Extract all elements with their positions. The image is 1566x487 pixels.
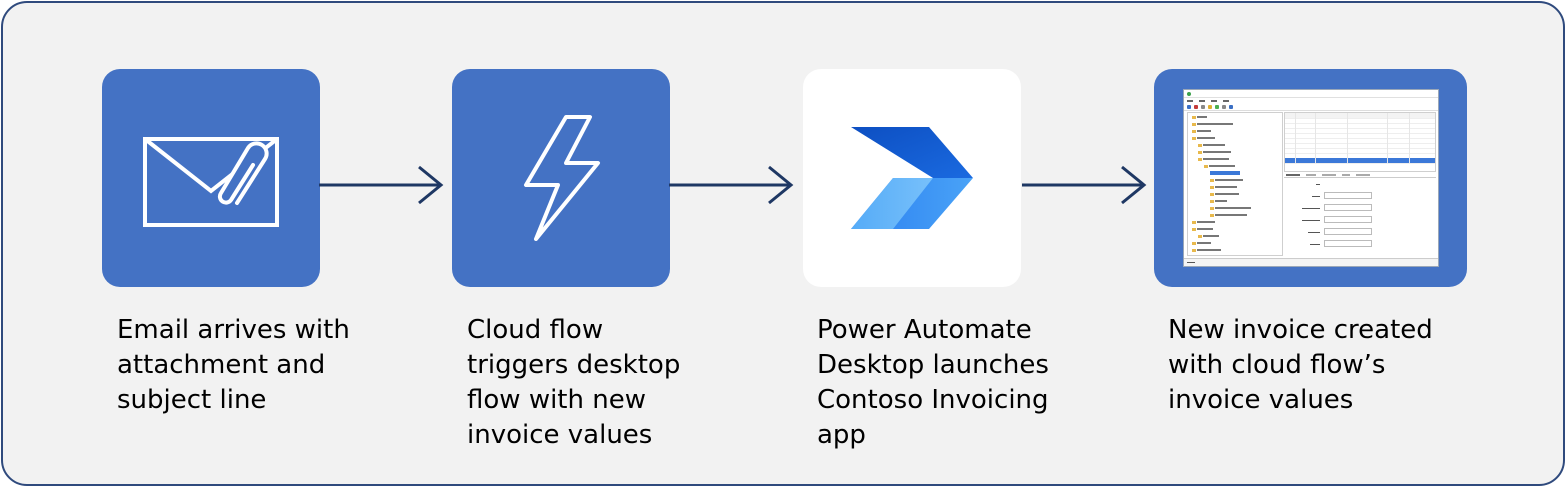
mini-titlebar xyxy=(1183,90,1438,98)
power-automate-tile xyxy=(803,69,1021,287)
power-automate-logo xyxy=(851,127,973,229)
cloud-flow-tile xyxy=(452,69,670,287)
email-attachment-icon xyxy=(143,137,279,227)
mini-tree xyxy=(1186,112,1283,256)
lightning-bolt-icon xyxy=(524,115,600,241)
arrow-2 xyxy=(669,165,794,205)
mini-menubar xyxy=(1184,98,1438,103)
invoicing-app-tile xyxy=(1154,69,1467,287)
mini-statusbar xyxy=(1183,258,1438,266)
mini-tabs xyxy=(1283,172,1436,178)
arrow-1 xyxy=(319,165,444,205)
step-2-caption: Cloud flow triggers desktop flow with ne… xyxy=(467,315,681,450)
mini-invoice-grid xyxy=(1283,112,1436,172)
invoicing-app-screenshot xyxy=(1182,89,1439,267)
mini-toolbar xyxy=(1183,103,1438,111)
step-4-caption: New invoice created with cloud flow’s in… xyxy=(1168,315,1433,415)
step-1-caption: Email arrives with attachment and subjec… xyxy=(117,315,350,415)
step-3-caption: Power Automate Desktop launches Contoso … xyxy=(817,315,1049,450)
arrow-3 xyxy=(1022,165,1147,205)
email-tile xyxy=(102,69,320,287)
